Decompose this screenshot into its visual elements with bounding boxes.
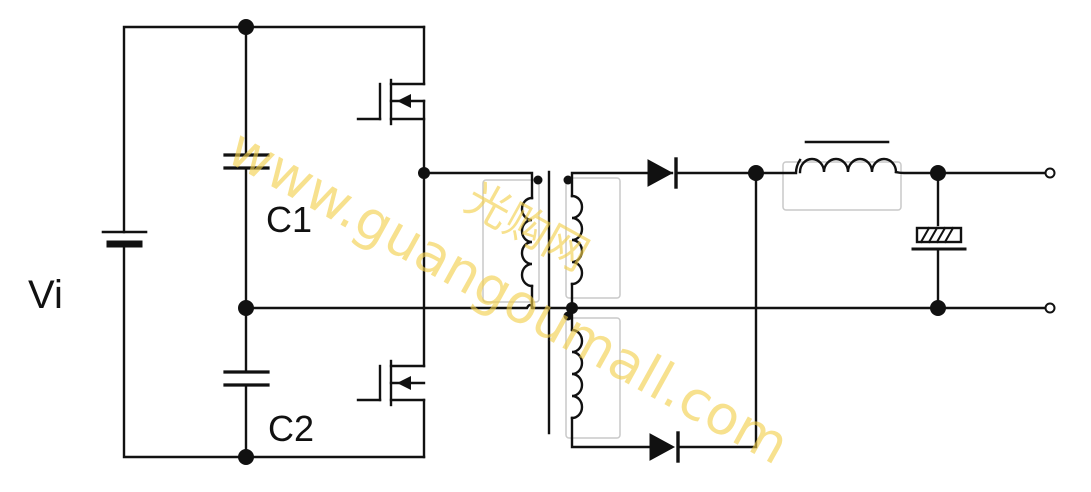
output-terminal-positive xyxy=(1044,167,1056,179)
output-inductor xyxy=(754,140,1048,175)
capacitor-c2-label: C2 xyxy=(268,408,314,449)
ghost-outlines xyxy=(482,161,902,439)
capacitor-c2 xyxy=(223,306,270,459)
output-capacitor xyxy=(911,171,967,310)
input-voltage-label: Vi xyxy=(28,273,63,317)
mosfet-lower xyxy=(356,171,426,459)
rectifier-diode-lower xyxy=(649,171,758,463)
input-source-loop xyxy=(122,25,426,459)
junction-dots xyxy=(238,19,946,465)
output-terminal-negative xyxy=(1044,302,1056,314)
output-terminals xyxy=(1044,167,1056,314)
transformer-primary xyxy=(422,171,534,310)
rectifier-diode-upper xyxy=(647,157,758,189)
capacitor-c1 xyxy=(223,25,270,310)
midpoint-wire xyxy=(244,303,1048,310)
polarity-dots xyxy=(533,175,573,321)
battery-symbol xyxy=(101,230,148,248)
capacitor-c1-label: C1 xyxy=(266,199,312,240)
mosfet-upper xyxy=(356,25,426,175)
